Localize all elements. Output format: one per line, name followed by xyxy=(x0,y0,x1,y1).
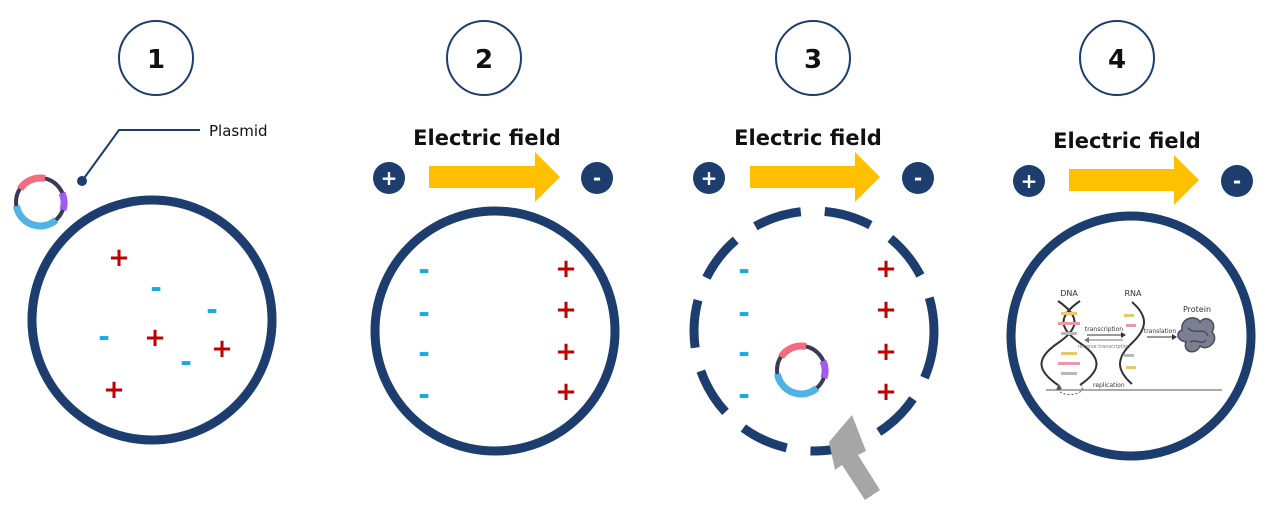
charge-minus: - xyxy=(98,320,110,353)
charge-minus: - xyxy=(738,378,750,411)
step-2-badge: 2 xyxy=(446,20,522,96)
positive-electrode xyxy=(693,162,725,194)
plasmid-icon xyxy=(774,342,829,398)
step-4-number: 4 xyxy=(1108,45,1126,75)
pointer-arrow-icon xyxy=(829,415,880,500)
charge-minus: - xyxy=(150,271,162,304)
cell-membrane xyxy=(370,206,620,456)
electrode-plus-sign: + xyxy=(381,166,398,190)
replication-label: replication xyxy=(1093,382,1125,389)
translation-label: translation xyxy=(1144,328,1176,335)
field-arrow-icon xyxy=(1069,155,1199,205)
callout-dot xyxy=(77,176,87,186)
charge-minus: - xyxy=(738,296,750,329)
charge-plus: + xyxy=(555,254,577,284)
electrode-minus-sign: - xyxy=(593,166,601,190)
charge-minus: - xyxy=(180,345,192,378)
electrode-minus-sign: - xyxy=(914,166,922,190)
charge-minus: - xyxy=(206,293,218,326)
protein-label: Protein xyxy=(1183,305,1211,314)
step-1-panel: Plasmid + + + + - - - - xyxy=(13,122,277,445)
charge-plus: + xyxy=(875,377,897,407)
step-2-panel: Electric field + - - - - - + + + + xyxy=(370,126,620,456)
dna-label: DNA xyxy=(1060,289,1078,298)
plasmid-label: Plasmid xyxy=(209,122,268,140)
step-3-number: 3 xyxy=(804,45,822,75)
negative-electrode xyxy=(902,162,934,194)
charge-plus: + xyxy=(875,254,897,284)
step-4-panel: Electric field + - DNA xyxy=(1006,129,1256,461)
electric-field-label: Electric field xyxy=(734,126,882,150)
charge-plus: + xyxy=(875,337,897,367)
charge-plus: + xyxy=(144,323,166,353)
rna-strand-icon xyxy=(1119,301,1145,385)
negative-electrode xyxy=(581,162,613,194)
charge-plus: + xyxy=(555,377,577,407)
central-dogma-figure: DNA RNA transcription reverse transcript… xyxy=(1040,289,1222,395)
dna-helix-icon xyxy=(1040,300,1098,386)
negative-electrode xyxy=(1221,165,1253,197)
step-2-number: 2 xyxy=(475,45,493,75)
transcription-label: transcription xyxy=(1085,326,1123,333)
charge-plus: + xyxy=(108,243,130,273)
field-arrow-icon xyxy=(750,152,880,202)
charge-minus: - xyxy=(418,253,430,286)
step-4-badge: 4 xyxy=(1079,20,1155,96)
step-1-number: 1 xyxy=(147,45,165,75)
positive-electrode xyxy=(373,162,405,194)
charge-minus: - xyxy=(418,336,430,369)
charge-minus: - xyxy=(418,296,430,329)
positive-electrode xyxy=(1013,165,1045,197)
plasmid-callout-line xyxy=(81,129,200,182)
rna-label: RNA xyxy=(1124,289,1142,298)
charge-plus: + xyxy=(875,295,897,325)
step-1-badge: 1 xyxy=(118,20,194,96)
field-arrow-icon xyxy=(429,152,560,202)
electrode-minus-sign: - xyxy=(1233,169,1241,193)
cell-membrane xyxy=(1006,211,1256,461)
charge-minus: - xyxy=(418,378,430,411)
charge-plus: + xyxy=(103,375,125,405)
cell-membrane xyxy=(27,195,277,445)
porated-cell-membrane xyxy=(689,206,939,456)
step-3-badge: 3 xyxy=(775,20,851,96)
electric-field-label: Electric field xyxy=(413,126,561,150)
charge-minus: - xyxy=(738,336,750,369)
electrode-plus-sign: + xyxy=(1021,169,1038,193)
step-3-panel: Electric field + - - - - - + + + + xyxy=(689,126,939,500)
plasmid-icon xyxy=(13,174,68,230)
electric-field-label: Electric field xyxy=(1053,129,1201,153)
charge-plus: + xyxy=(555,337,577,367)
charge-plus: + xyxy=(555,295,577,325)
charge-minus: - xyxy=(738,253,750,286)
electrode-plus-sign: + xyxy=(701,166,718,190)
protein-icon xyxy=(1177,317,1216,353)
charge-plus: + xyxy=(211,334,233,364)
reverse-transcription-label: reverse transcription xyxy=(1078,344,1130,350)
